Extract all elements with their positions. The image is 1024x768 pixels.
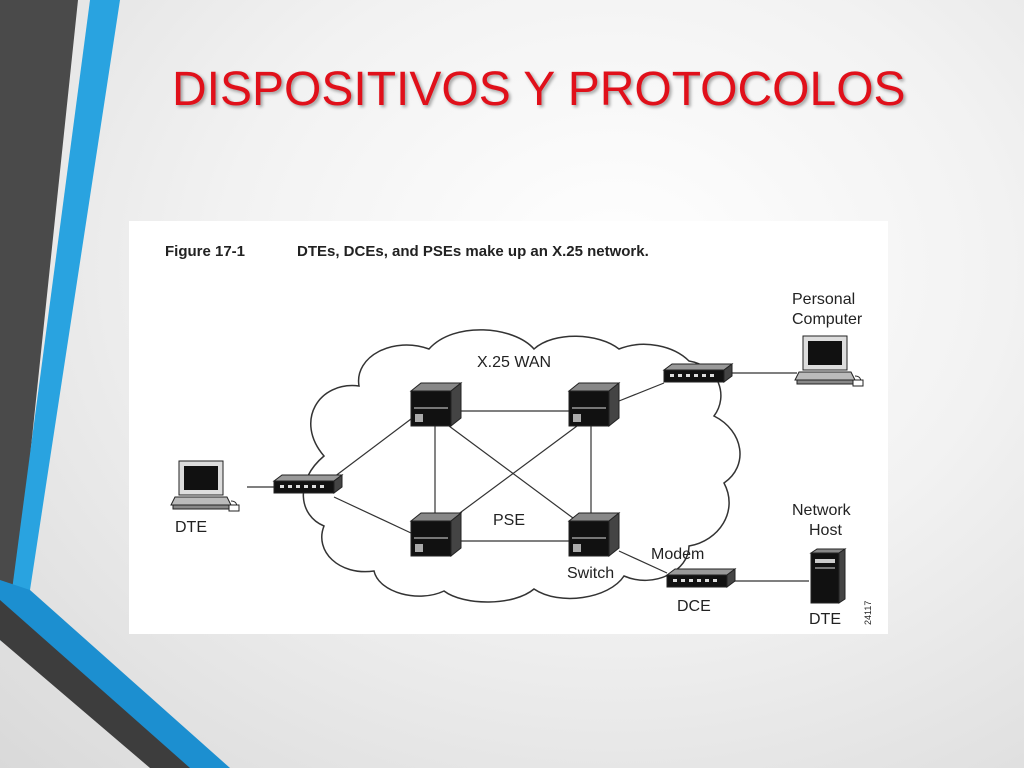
access-switch-left (272, 474, 344, 494)
pse-switch-top-left (409, 381, 463, 428)
slide-title: DISPOSITIVOS Y PROTOCOLOS (172, 63, 906, 116)
network-host-label-line2: Host (809, 522, 842, 539)
network-host-server-icon (809, 548, 847, 604)
modem-label: Modem (651, 546, 704, 563)
figure-id-label: 24117 (863, 601, 873, 625)
dte-left-label: DTE (175, 519, 207, 536)
dark-stripe-vertical (0, 0, 78, 590)
pse-switch-bottom-left (409, 511, 463, 558)
network-host-label-line1: Network (792, 502, 852, 519)
pse-switch-bottom-right (567, 511, 621, 558)
connection-lines (247, 372, 809, 582)
blue-stripe-vertical (12, 0, 120, 590)
personal-computer-icon (794, 335, 864, 387)
dte-computer-left-icon (170, 460, 240, 512)
pse-switch-top-right (567, 381, 621, 428)
personal-computer-label-line2: Computer (792, 311, 863, 328)
figure-number: Figure 17-1 (165, 243, 246, 260)
link-left-switch-to-pse-tl (333, 418, 412, 478)
modem-device (665, 568, 737, 588)
dark-stripe-diagonal (0, 600, 190, 768)
figure-panel: Figure 17-1 DTEs, DCEs, and PSEs make up… (129, 221, 888, 634)
link-pse-tr-to-right-switch (618, 382, 665, 402)
blue-stripe-diagonal (0, 580, 230, 768)
wan-label: X.25 WAN (477, 354, 551, 371)
switch-label: Switch (567, 565, 614, 582)
x25-network-diagram: X.25 WAN PSE Switch Modem DCE DTE Person… (170, 291, 873, 628)
pse-label: PSE (493, 512, 525, 529)
access-switch-top-right (662, 363, 734, 383)
link-left-switch-to-pse-bl (333, 496, 412, 534)
dte-right-label: DTE (809, 611, 841, 628)
link-pse-tr-bl (448, 425, 578, 522)
dce-label: DCE (677, 598, 711, 615)
figure-caption: DTEs, DCEs, and PSEs make up an X.25 net… (297, 243, 649, 260)
personal-computer-label-line1: Personal (792, 291, 855, 308)
link-pse-br-to-modem (618, 550, 668, 574)
